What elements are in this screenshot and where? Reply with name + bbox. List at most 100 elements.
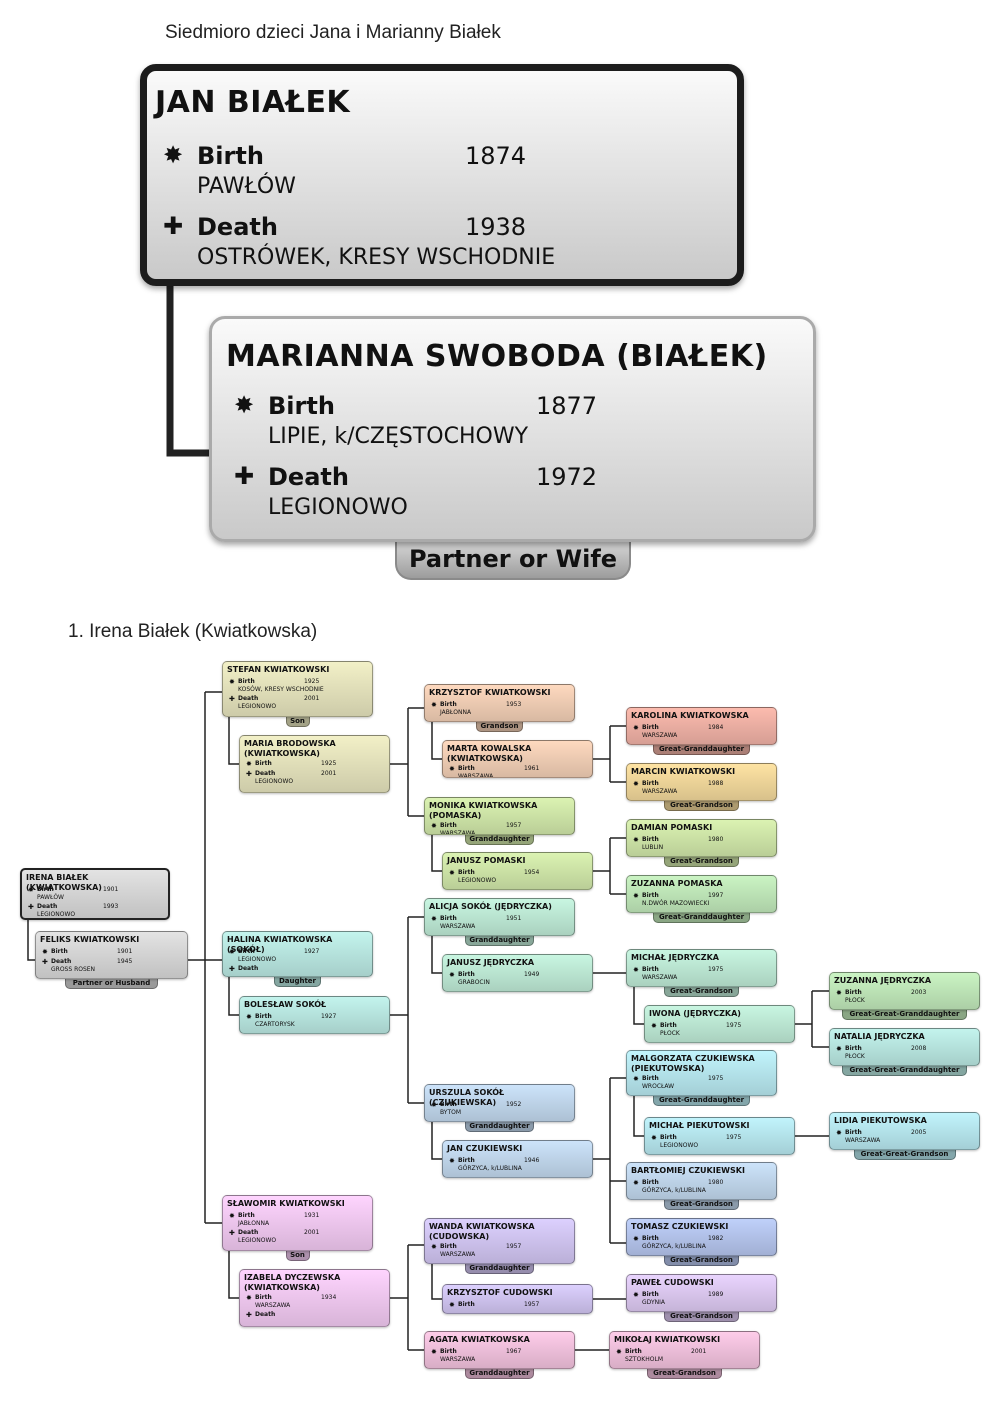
event-year: 1957 — [524, 1301, 540, 1308]
relationship-tag: Great-Great-Granddaughter — [842, 1065, 967, 1076]
person-card-malgorzata[interactable]: MALGORZATA CZUKIEWSKA (PIEKUTOWSKA)✸Birt… — [626, 1050, 777, 1096]
event-year: 1997 — [708, 892, 724, 899]
event-place: BYTOM — [440, 1109, 462, 1116]
birth-star-icon: ✸ — [616, 1348, 622, 1356]
event-year: 1953 — [506, 701, 522, 708]
event-year: 1949 — [524, 971, 540, 978]
event-label: Birth — [238, 948, 255, 955]
jan-bialek-card[interactable]: JAN BIAŁEK ✸ Birth 1874 PAWŁÓW ✚ Death 1… — [140, 64, 744, 286]
event-label: Birth — [255, 1294, 272, 1301]
birth-star-icon: ✸ — [28, 886, 34, 894]
event-label: Birth — [642, 836, 659, 843]
children-connector — [390, 916, 424, 1104]
event-label: Birth — [845, 1045, 862, 1052]
birth-star-icon: ✸ — [633, 780, 639, 788]
children-connector — [795, 990, 829, 1048]
event-year: 1901 — [117, 948, 133, 955]
birth-star-icon: ✸ — [449, 1157, 455, 1165]
event-place: SZTOKHOLM — [625, 1356, 663, 1363]
event-label: Birth — [458, 765, 475, 772]
event-place: WARSZAWA — [458, 773, 494, 778]
event-place: WROCŁAW — [642, 1083, 675, 1090]
death-place: LEGIONOWO — [268, 495, 408, 520]
person-name: BARTŁOMIEJ CZUKIEWSKI — [631, 1166, 745, 1175]
death-cross-icon: ✚ — [229, 695, 235, 703]
person-name: KRZYSZTOF CUDOWSKI — [447, 1288, 553, 1297]
event-year: 1975 — [726, 1134, 742, 1141]
event-label: Birth — [642, 1179, 659, 1186]
children-connector — [390, 707, 424, 817]
person-name: TOMASZ CZUKIEWSKI — [631, 1222, 729, 1231]
relationship-tag: Great-Granddaughter — [652, 912, 751, 923]
relationship-tag: Son — [285, 716, 310, 727]
event-place: LEGIONOWO — [458, 877, 497, 884]
event-label: Birth — [642, 780, 659, 787]
event-label: Death — [238, 1229, 259, 1236]
person-name: MARIANNA SWOBODA (BIAŁEK) — [226, 339, 768, 374]
birth-star-icon: ✸ — [633, 966, 639, 974]
event-label: Birth — [238, 1212, 255, 1219]
birth-star-icon: ✸ — [234, 391, 255, 419]
death-cross-icon: ✚ — [234, 462, 255, 490]
event-label: Birth — [660, 1022, 677, 1029]
event-place: WARSZAWA — [440, 1356, 476, 1363]
event-place: WARSZAWA — [440, 923, 476, 930]
birth-star-icon: ✸ — [633, 892, 639, 900]
marianna-swoboda-card[interactable]: MARIANNA SWOBODA (BIAŁEK) ✸ Birth 1877 L… — [209, 316, 816, 542]
person-name: MONIKA KWIATKOWSKA (POMASKA) — [429, 801, 538, 820]
event-label: Birth — [458, 971, 475, 978]
death-row: ✚Death — [229, 965, 371, 976]
death-cross-icon: ✚ — [42, 958, 48, 966]
death-label: Death — [268, 463, 349, 491]
partner-or-wife-tag: Partner or Wife — [395, 536, 631, 580]
death-cross-icon: ✚ — [28, 903, 34, 911]
relationship-tag: Great-Granddaughter — [652, 744, 751, 755]
event-label: Birth — [642, 1291, 659, 1298]
relationship-tag: Granddaughter — [464, 1263, 535, 1274]
event-label: Death — [255, 1311, 276, 1318]
